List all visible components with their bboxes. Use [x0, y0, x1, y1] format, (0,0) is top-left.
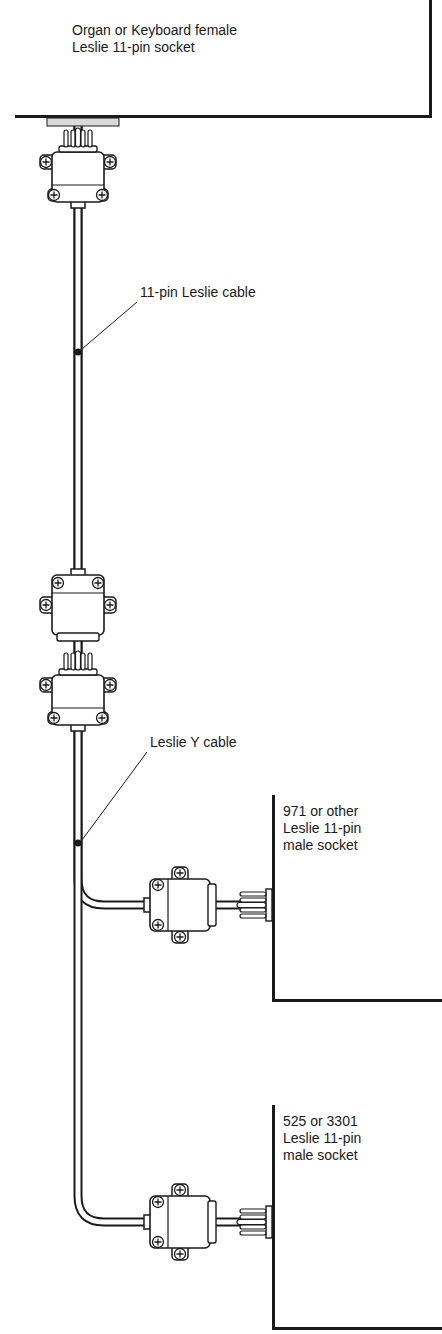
panel-label: 525 or 3301 Leslie 11-pin male socket — [283, 1113, 378, 1164]
male-socket — [237, 889, 272, 921]
organ-panel: Organ or Keyboard female Leslie 11-pin s… — [15, 0, 432, 118]
organ-socket — [47, 118, 119, 126]
cable-label: 11-pin Leslie cable — [138, 284, 258, 301]
female-plug — [40, 569, 116, 641]
panel-border — [274, 1105, 442, 1329]
female-plug — [144, 867, 216, 943]
female-plug — [144, 1184, 216, 1260]
panel-label: 971 or other Leslie 11-pin male socket — [283, 803, 378, 854]
cable-core — [78, 118, 272, 1222]
panel-label: Organ or Keyboard female Leslie 11-pin s… — [72, 22, 244, 56]
leslie-cable — [78, 118, 272, 1222]
male-plug — [40, 128, 116, 208]
cable-label: Leslie Y cable — [148, 734, 239, 751]
panel-border — [15, 0, 431, 117]
male-socket — [237, 1206, 272, 1238]
cable-core — [78, 118, 272, 905]
panel-border — [274, 795, 442, 1001]
male-plug — [40, 651, 116, 731]
leader-line — [82, 302, 137, 349]
cable-outline — [78, 118, 272, 1222]
leslie-cable — [78, 118, 272, 905]
leader-dot — [75, 840, 82, 847]
cable-outline — [78, 118, 272, 905]
leader-line — [82, 752, 147, 840]
panel-outline — [15, 0, 432, 118]
leader-dot — [75, 349, 82, 356]
speaker-panel: 971 or other Leslie 11-pin male socket — [272, 795, 442, 1002]
speaker-panel: 525 or 3301 Leslie 11-pin male socket — [272, 1105, 442, 1330]
